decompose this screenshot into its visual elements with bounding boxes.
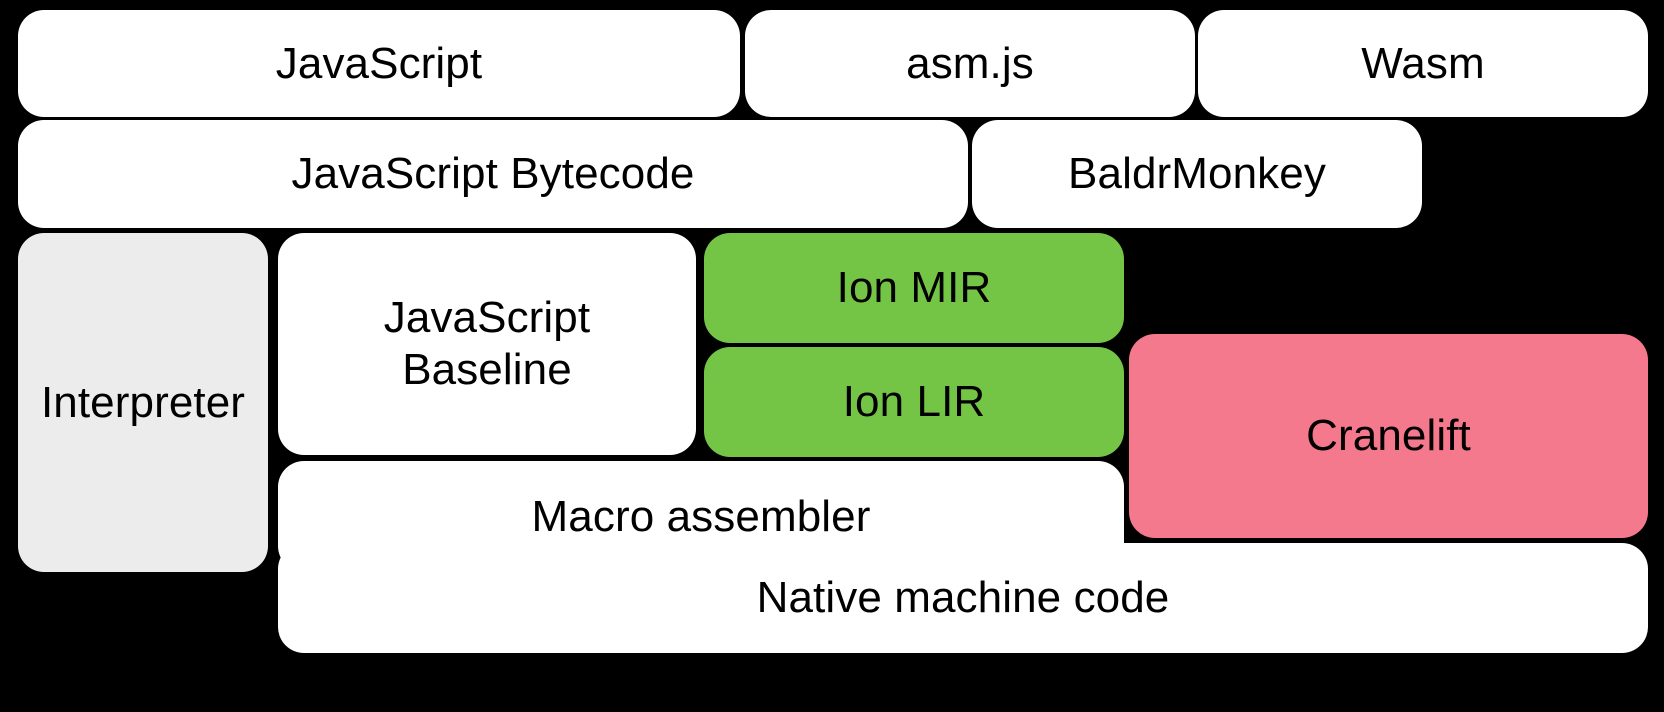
- node-label: asm.js: [906, 38, 1034, 88]
- node-javascript[interactable]: JavaScript: [18, 10, 740, 117]
- node-label: Wasm: [1361, 38, 1485, 88]
- node-cranelift[interactable]: Cranelift: [1129, 334, 1648, 538]
- node-label: Interpreter: [40, 377, 246, 427]
- node-label: Cranelift: [1306, 411, 1471, 461]
- node-label: Macro assembler: [531, 491, 871, 541]
- node-native-machine-code[interactable]: Native machine code: [278, 543, 1648, 653]
- node-label: Ion MIR: [836, 263, 992, 313]
- node-javascript-baseline[interactable]: JavaScript Baseline: [278, 233, 696, 455]
- node-javascript-bytecode[interactable]: JavaScript Bytecode: [18, 120, 968, 228]
- node-label: Native machine code: [756, 573, 1170, 623]
- node-asm-js[interactable]: asm.js: [745, 10, 1195, 117]
- node-wasm[interactable]: Wasm: [1198, 10, 1648, 117]
- node-label: JavaScript Bytecode: [291, 149, 695, 199]
- node-label: BaldrMonkey: [1068, 149, 1326, 199]
- node-label: Ion LIR: [842, 377, 986, 427]
- node-label: JavaScript Baseline: [383, 293, 591, 394]
- node-baldrmonkey[interactable]: BaldrMonkey: [972, 120, 1422, 228]
- node-interpreter[interactable]: Interpreter: [18, 233, 268, 572]
- node-ion-mir[interactable]: Ion MIR: [704, 233, 1124, 343]
- node-label: JavaScript: [275, 38, 483, 88]
- node-ion-lir[interactable]: Ion LIR: [704, 347, 1124, 457]
